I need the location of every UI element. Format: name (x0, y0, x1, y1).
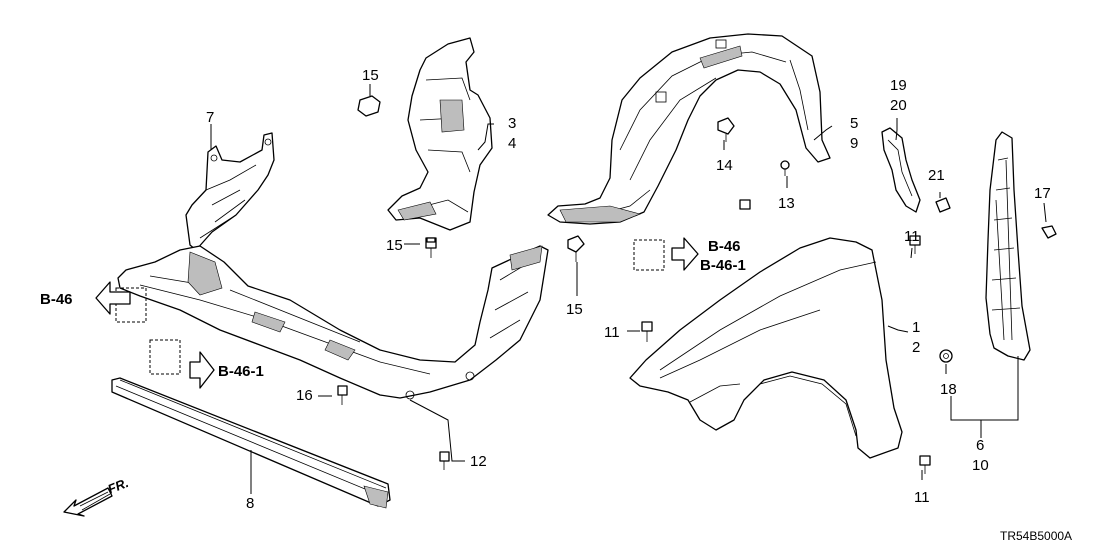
front-fender-part-1-2[interactable] (629, 237, 903, 459)
bolt-12[interactable] (439, 451, 450, 470)
label-5: 5 (850, 115, 858, 132)
label-17: 17 (1034, 185, 1051, 202)
clip-13[interactable] (780, 160, 790, 176)
arrow-right-b46 (671, 237, 699, 271)
label-21: 21 (928, 167, 945, 184)
clip-15-top[interactable] (357, 95, 381, 117)
clip-15-mid[interactable] (425, 237, 437, 258)
arrow-left-b46 (95, 281, 131, 315)
label-15-low: 15 (566, 301, 583, 318)
label-13: 13 (778, 195, 795, 212)
label-15-top: 15 (362, 67, 379, 84)
label-18: 18 (940, 381, 957, 398)
front-label: FR. (106, 475, 131, 497)
clip-21-shape[interactable] (935, 197, 951, 213)
clip-14[interactable] (717, 117, 735, 142)
clip-16[interactable] (337, 385, 348, 405)
ref-b46-right[interactable]: B-46 (708, 238, 741, 255)
nut-18[interactable] (939, 349, 953, 363)
label-14: 14 (716, 157, 733, 174)
bolt-11-upper[interactable] (909, 235, 921, 254)
ref-b46-left[interactable]: B-46 (40, 291, 73, 308)
label-2: 2 (912, 339, 920, 356)
label-11-upper: 11 (904, 228, 920, 245)
bracket-part-19-20[interactable] (881, 127, 921, 213)
label-12: 12 (470, 453, 487, 470)
clip-15-low[interactable] (567, 235, 585, 262)
bolt-11-lower[interactable] (919, 455, 931, 474)
bolt-11-center[interactable] (641, 321, 653, 342)
label-3: 3 (508, 115, 516, 132)
label-19: 19 (890, 77, 907, 94)
label-9: 9 (850, 135, 858, 152)
label-11-lower: 11 (914, 489, 930, 506)
under-cover-assembly[interactable] (117, 245, 549, 400)
label-15-mid: 15 (386, 237, 403, 254)
ref-box-left-lower (149, 339, 181, 375)
clip-21[interactable] (739, 199, 751, 210)
splash-shield-part-7[interactable] (185, 132, 275, 251)
label-10: 10 (972, 457, 989, 474)
diagram-code: TR54B5000A (1000, 529, 1072, 543)
label-1: 1 (912, 319, 920, 336)
label-8: 8 (246, 495, 254, 512)
ref-box-left-upper (115, 287, 147, 323)
side-sill-strip-part-8[interactable] (111, 377, 391, 509)
ref-box-right (633, 239, 665, 271)
label-16: 16 (296, 387, 313, 404)
label-6: 6 (976, 437, 984, 454)
bracket-part-3-4[interactable] (387, 37, 493, 231)
label-4: 4 (508, 135, 516, 152)
inner-fender-part-5-9[interactable] (547, 33, 831, 225)
ref-b461-left[interactable]: B-46-1 (218, 363, 264, 380)
arrow-right-b461 (189, 351, 215, 389)
ref-b461-right[interactable]: B-46-1 (700, 257, 746, 274)
label-20: 20 (890, 97, 907, 114)
clip-17[interactable] (1041, 225, 1057, 239)
label-11-center: 11 (604, 324, 620, 341)
garnish-part-6-10[interactable] (985, 131, 1031, 361)
label-7: 7 (206, 109, 214, 126)
